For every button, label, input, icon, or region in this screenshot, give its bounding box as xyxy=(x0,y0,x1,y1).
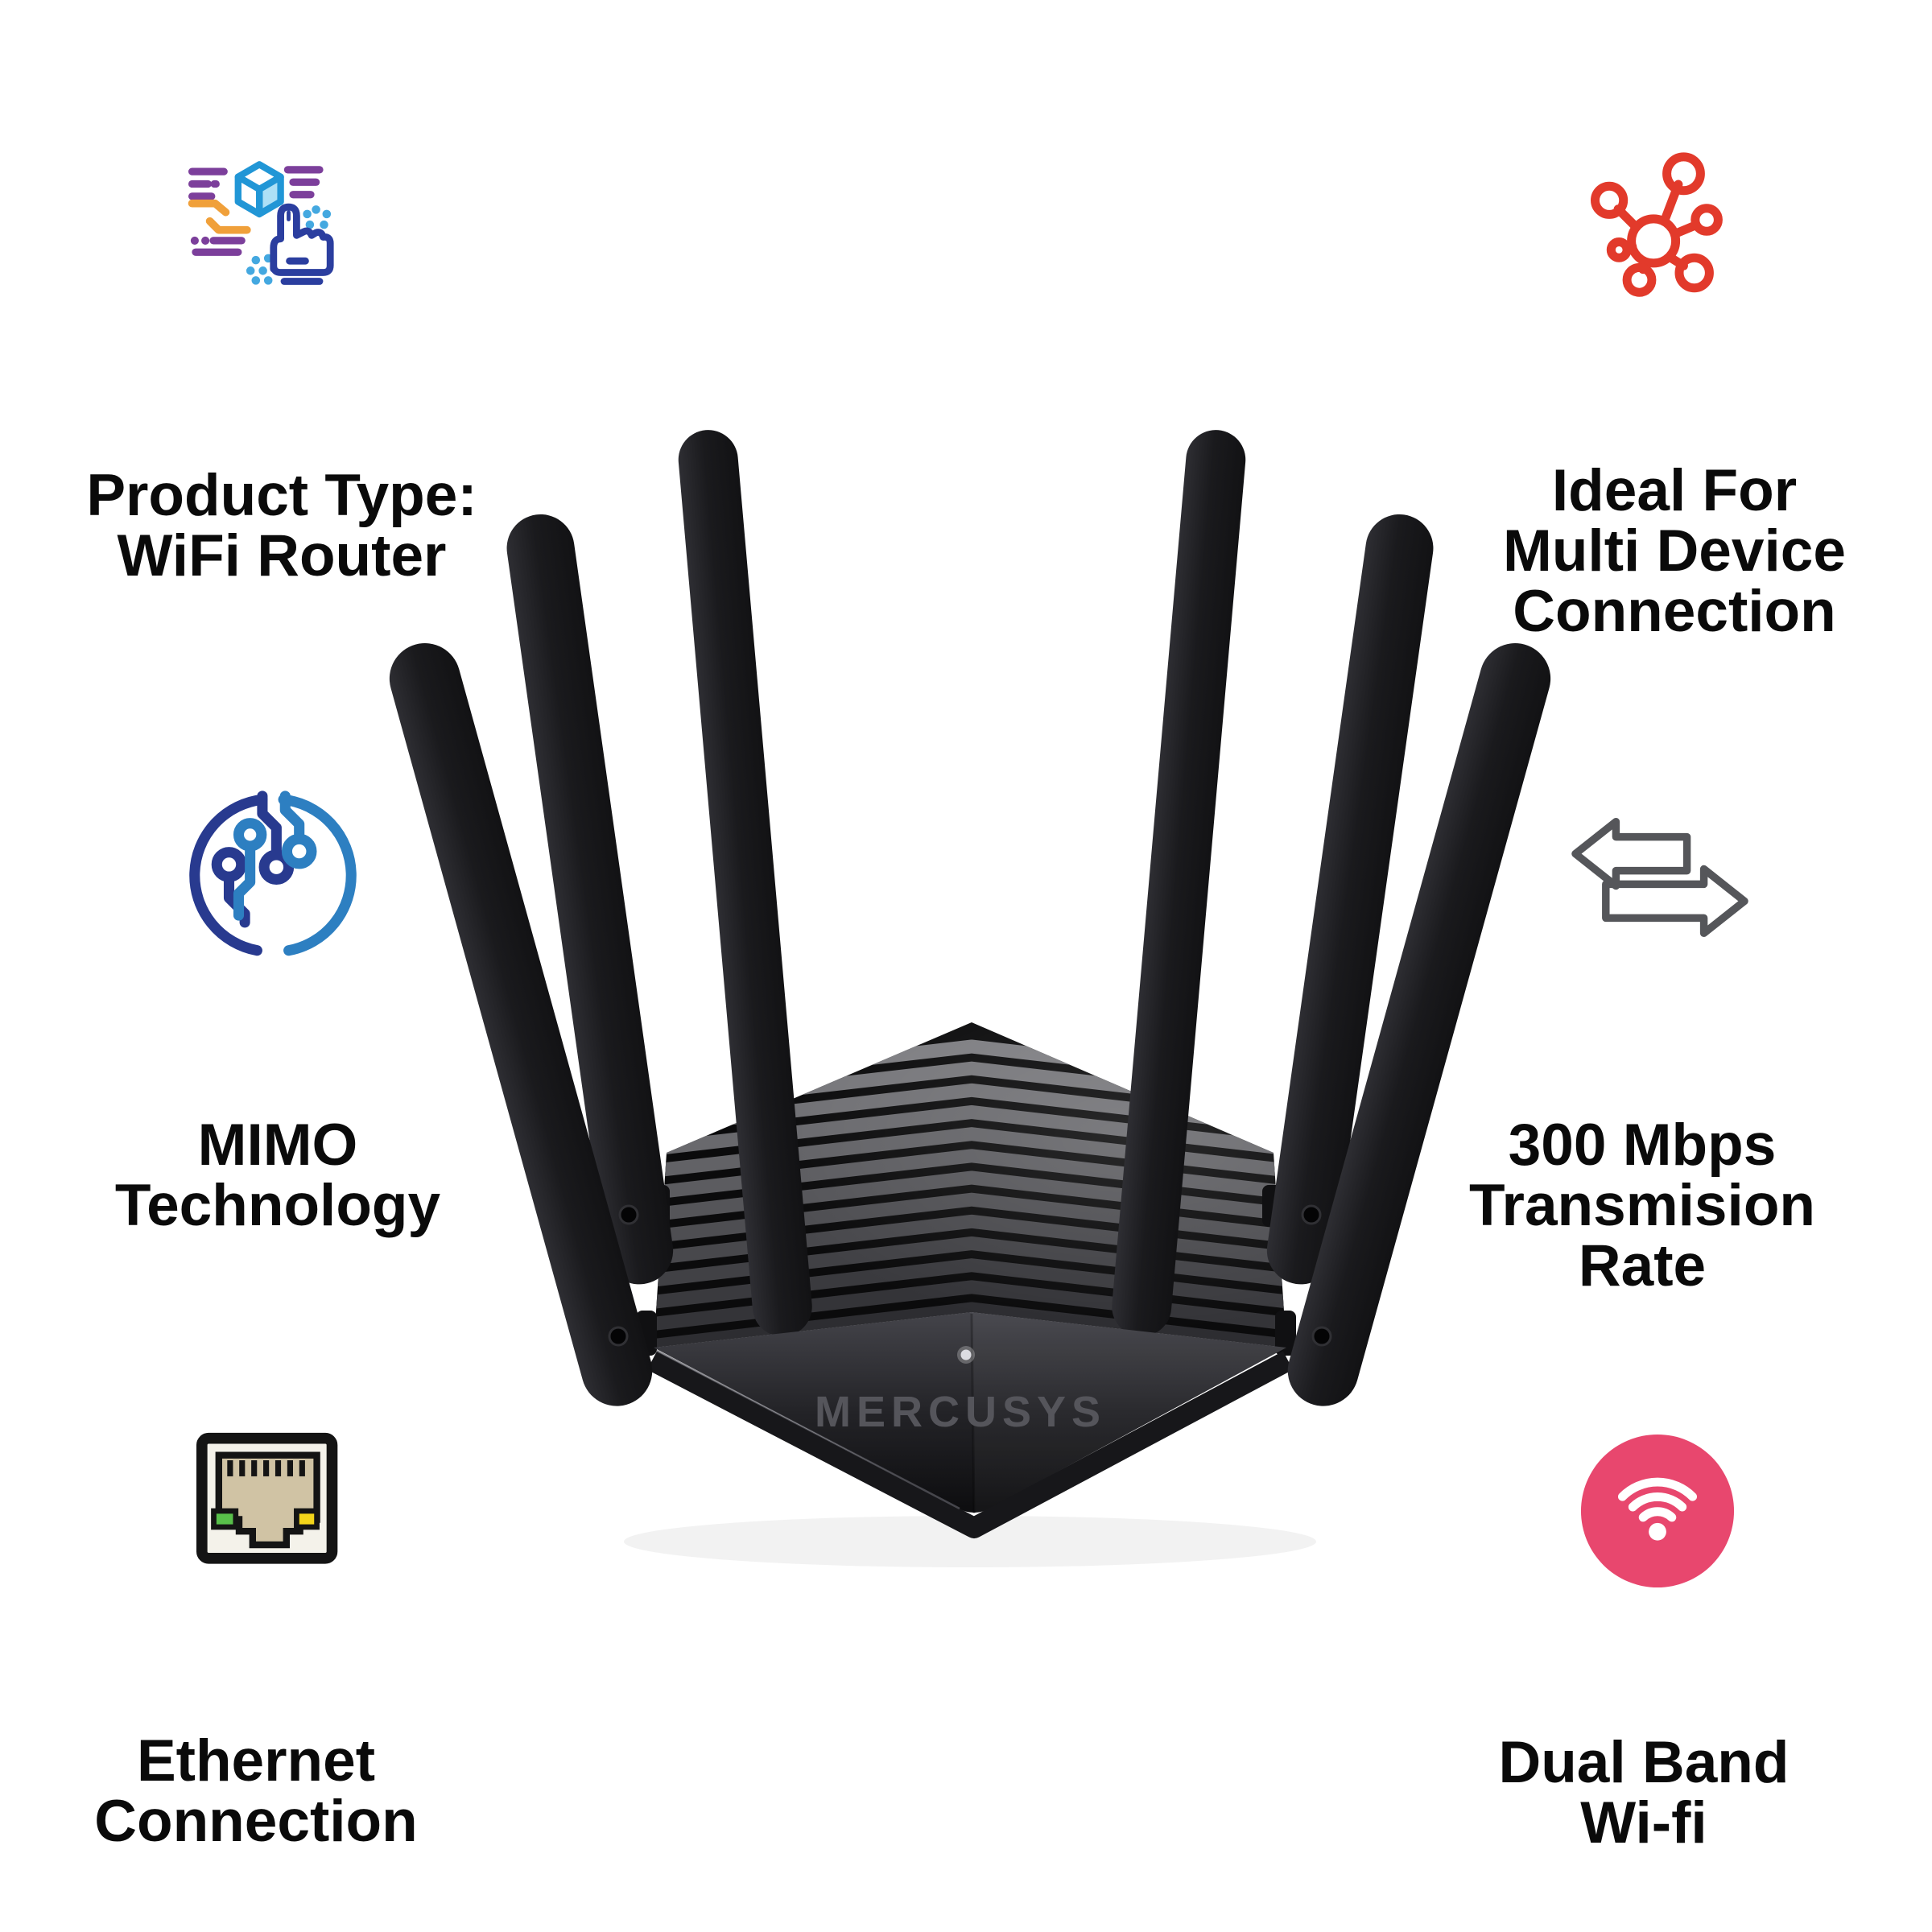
ethernet-led-green xyxy=(211,1508,239,1530)
caption-line: Wi-fi xyxy=(1580,1790,1707,1856)
caption-line: Dual Band xyxy=(1498,1730,1790,1795)
brand-logo: MERCUSYS xyxy=(815,1388,1106,1436)
antenna-mid-right xyxy=(1266,514,1434,1285)
wifi-badge-icon xyxy=(1578,1431,1737,1591)
caption-line: Multi Device xyxy=(1503,518,1846,584)
caption-line: 300 Mbps xyxy=(1508,1113,1777,1178)
caption-line: Ethernet xyxy=(136,1728,376,1794)
ethernet-led-yellow xyxy=(294,1508,320,1530)
feature-caption-multi-device: Ideal For Multi Device Connection xyxy=(1473,460,1876,642)
antenna-outer-right xyxy=(1287,643,1551,1406)
network-hub-icon xyxy=(1576,149,1773,326)
caption-line: Technology xyxy=(114,1173,441,1238)
router-base xyxy=(647,1351,1294,1538)
antenna-mid-left xyxy=(506,514,674,1285)
transfer-arrows-icon xyxy=(1558,807,1761,948)
ethernet-pins xyxy=(227,1460,305,1476)
status-led xyxy=(960,1349,972,1360)
feature-caption-dual-band: Dual Band Wi-fi xyxy=(1443,1732,1845,1853)
caption-line: Transmision xyxy=(1468,1173,1815,1238)
feature-caption-product-type: Product Type: WiFi Router xyxy=(48,465,515,586)
antenna-outer-left xyxy=(389,643,653,1406)
router-shadow xyxy=(624,1516,1316,1567)
dot-cluster xyxy=(246,205,332,285)
router-edge-highlight xyxy=(656,1349,960,1510)
antenna-center-left xyxy=(678,430,812,1337)
feature-caption-transmission: 300 Mbps Transmision Rate xyxy=(1441,1115,1843,1296)
caption-line: Rate xyxy=(1578,1233,1707,1298)
router-front-face xyxy=(654,1312,1286,1513)
caption-line: WiFi Router xyxy=(117,523,447,588)
caption-line: Product Type: xyxy=(86,463,477,528)
wifi-icon xyxy=(1617,1477,1698,1522)
caption-line: Connection xyxy=(1513,579,1836,644)
antenna-hinge-screws xyxy=(608,1204,1332,1347)
feature-caption-mimo: MIMO Technology xyxy=(76,1115,479,1236)
pointing-hand-icon xyxy=(270,203,334,285)
circuit-circle-icon xyxy=(185,787,361,963)
router-front-ridge xyxy=(970,1313,976,1514)
caption-line: Ideal For xyxy=(1551,458,1798,523)
feature-caption-ethernet: Ethernet Connection xyxy=(55,1731,457,1852)
product-selection-icon xyxy=(187,147,364,328)
caption-line: MIMO xyxy=(197,1113,358,1178)
ethernet-port-icon xyxy=(185,1426,361,1596)
caption-line: Connection xyxy=(94,1789,418,1854)
antenna-center-right xyxy=(1112,430,1246,1337)
